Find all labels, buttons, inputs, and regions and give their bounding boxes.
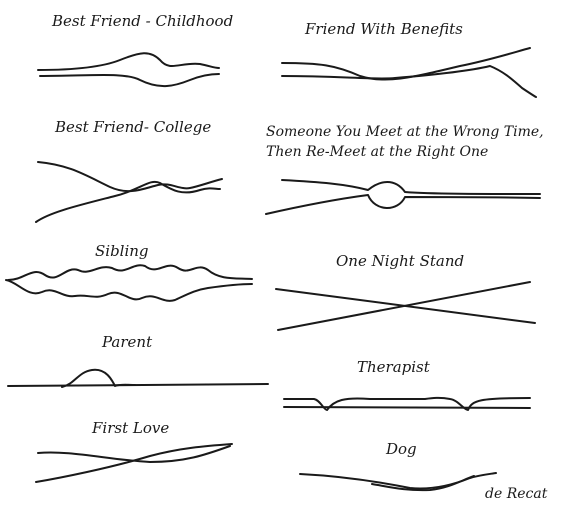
label-wrong-time-right-one: Someone You Meet at the Wrong Time, Then… (266, 122, 544, 162)
lines-sibling (5, 264, 253, 302)
lines-first-love (35, 443, 233, 483)
lines-best-friend-college (35, 161, 223, 223)
lines-dog (299, 472, 497, 492)
line-a (281, 47, 531, 81)
line-a (7, 383, 269, 387)
label-first-love: First Love (92, 419, 170, 437)
label-sibling: Sibling (95, 242, 149, 260)
label-parent: Parent (102, 333, 153, 351)
label-dog: Dog (386, 440, 417, 458)
label-friend-with-benefits: Friend With Benefits (305, 20, 463, 38)
line-b (61, 368, 136, 388)
line-b (283, 406, 531, 409)
lines-one-night-stand (275, 281, 536, 331)
lines-wrong-time-right-one (265, 179, 541, 215)
line-b (5, 279, 253, 302)
lines-therapist (283, 396, 531, 411)
line-a (299, 472, 497, 490)
label-best-friend-childhood: Best Friend - Childhood (52, 12, 234, 30)
line-b (281, 65, 537, 98)
line-a (37, 52, 220, 71)
label-wrong-time-line1: Someone You Meet at the Wrong Time, (266, 124, 544, 140)
line-b (35, 443, 233, 483)
lines-parent (7, 368, 269, 388)
line-a (37, 161, 223, 193)
signature: de Recat (485, 486, 548, 502)
line-a (281, 179, 541, 195)
line-b (371, 475, 475, 492)
line-b (39, 73, 220, 87)
label-wrong-time-line2: Then Re-Meet at the Right One (266, 144, 489, 160)
lines-best-friend-childhood (37, 52, 220, 87)
label-best-friend-college: Best Friend- College (55, 118, 212, 136)
label-therapist: Therapist (357, 358, 430, 376)
line-b (277, 281, 531, 331)
line-a (7, 264, 253, 281)
line-b (265, 194, 541, 215)
lines-friend-with-benefits (281, 47, 537, 98)
line-a (37, 445, 231, 463)
line-a (283, 396, 531, 411)
label-one-night-stand: One Night Stand (336, 252, 465, 270)
line-b (35, 180, 221, 223)
